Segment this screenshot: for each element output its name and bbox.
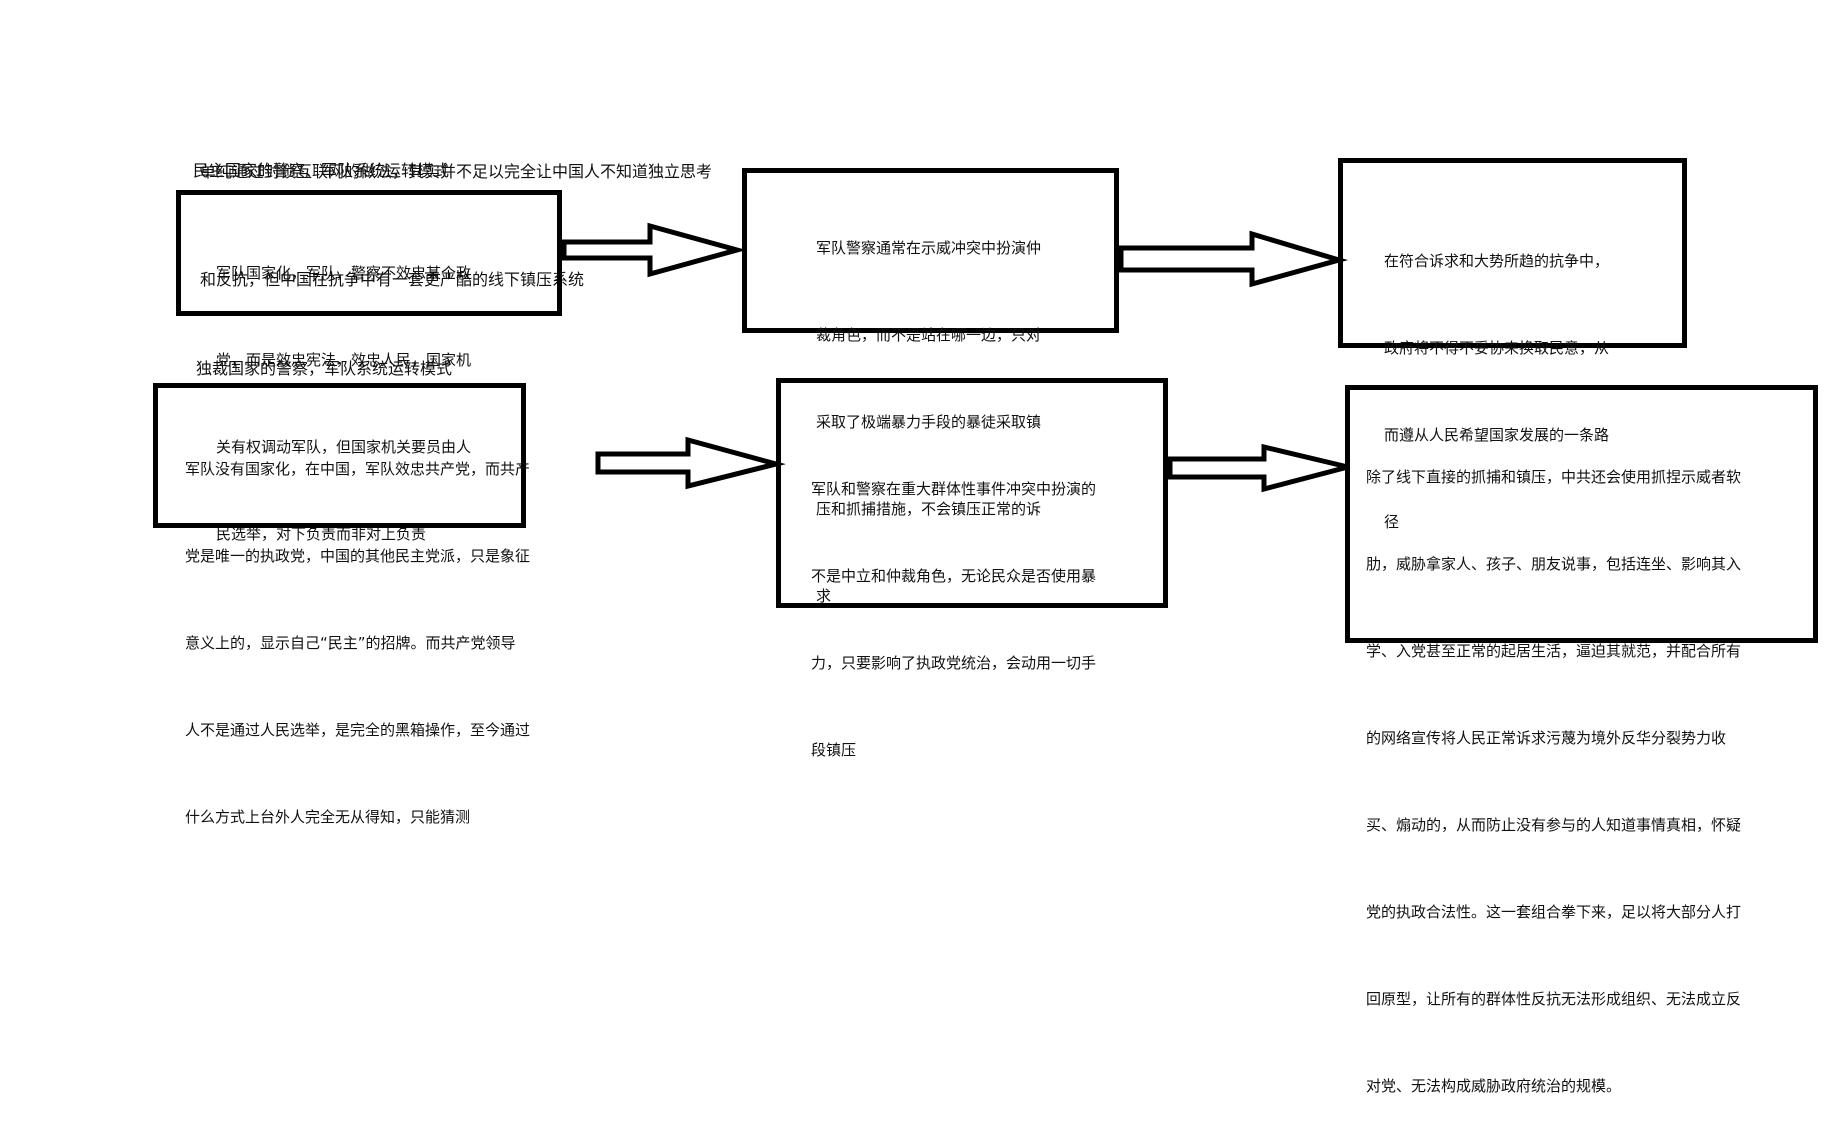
dictatorship-suppression-box [776,378,1168,608]
democracy-military-box [176,190,562,316]
text-line: 回原型，让所有的群体性反抗无法形成组织、无法成立反 [1366,990,1742,1008]
text-line: 人不是通过人民选举，是完全的黑箱操作，至今通过 [185,721,531,739]
dictatorship-arrow-2 [1167,443,1349,493]
text-line: 军队和警察在重大群体性事件冲突中扮演的 [811,480,1097,498]
text-line: 军队没有国家化，在中国，军队效忠共产党，而共产 [185,460,531,478]
dictatorship-military-text: 军队没有国家化，在中国，军队效忠共产党，而共产 党是唯一的执政党，中国的其他民主… [185,397,530,861]
text-line: 什么方式上台外人完全无从得知，只能猜测 [185,808,471,826]
text-line: 的网络宣传将人民正常诉求污蔑为境外反华分裂势力收 [1366,729,1727,747]
dictatorship-suppression-text: 军队和警察在重大群体性事件冲突中扮演的 不是中立和仲裁角色，无论民众是否使用暴 … [811,417,1096,794]
text-line: 对党、无法构成威胁政府统治的规模。 [1366,1077,1622,1095]
democracy-arrow-1 [561,222,747,278]
democracy-arbiter-text: 军队警察通常在示威冲突中扮演仲 裁角色，而不是站在哪一边，只对 采取了极端暴力手… [816,176,1041,640]
democracy-military-text: 军队国家化，军队，警察不效忠某个政 党，而是效忠宪法，效忠人民，国家机 关有权调… [216,201,471,578]
intro-line-2: 和反抗，但中国在抗争中有一套更严酷的线下镇压系统 [200,270,585,289]
text-line: 民选举，对下负责而非对上负责 [216,525,427,543]
text-line: 采取了极端暴力手段的暴徒采取镇 [816,413,1042,431]
text-line: 意义上的，显示自己“民主”的招牌。而共产党领导 [185,634,516,652]
text-line: 在符合诉求和大势所趋的抗争中， [1384,252,1610,270]
text-line: 党的执政合法性。这一套组合拳下来，足以将大部分人打 [1366,903,1742,921]
text-line: 裁角色，而不是站在哪一边，只对 [816,326,1042,344]
dictatorship-outcome-box [1345,385,1818,643]
dictatorship-military-box [153,383,526,528]
text-line: 买、煽动的，从而防止没有参与的人知道事情真相，怀疑 [1366,816,1742,834]
text-line: 求 [816,587,832,605]
dictatorship-section-label: 独裁国家的警察，军队系统运转模式 [196,359,453,378]
text-line: 关有权调动军队，但国家机关要员由人 [216,438,472,456]
intro-text: 单纯通过封锁互联网的做法，其实并不足以完全让中国人不知道独立思考 和反抗，但中国… [200,82,712,334]
text-line: 而遵从人民希望国家发展的一条路 [1384,426,1610,444]
text-line: 除了线下直接的抓捕和镇压，中共还会使用抓捏示威者软 [1366,468,1742,486]
text-line: 压和抓捕措施，不会镇压正常的诉 [816,500,1042,518]
democracy-arrow-2 [1118,230,1349,288]
text-line: 径 [1384,513,1400,531]
text-line: 肋，威胁拿家人、孩子、朋友说事，包括连坐、影响其入 [1366,555,1742,573]
text-line: 段镇压 [811,741,857,759]
democracy-outcome-box [1338,158,1687,348]
text-line: 党，而是效忠宪法，效忠人民，国家机 [216,351,472,369]
text-line: 不是中立和仲裁角色，无论民众是否使用暴 [811,567,1097,585]
text-line: 政府将不得不妥协来换取民意，从 [1384,339,1610,357]
text-line: 力，只要影响了执政党统治，会动用一切手 [811,654,1097,672]
dictatorship-outcome-text: 除了线下直接的抓捕和镇压，中共还会使用抓捏示威者软 肋，威胁拿家人、孩子、朋友说… [1366,405,1741,1130]
text-line: 党是唯一的执政党，中国的其他民主党派，只是象征 [185,547,531,565]
text-line: 军队国家化，军队，警察不效忠某个政 [216,264,472,282]
democracy-section-label: 民主国家的警察、军队系统运转模式 [193,161,450,180]
democracy-outcome-text: 在符合诉求和大势所趋的抗争中， 政府将不得不妥协来换取民意，从 而遵从人民希望国… [1384,189,1609,566]
democracy-arbiter-box [742,168,1119,333]
text-line: 军队警察通常在示威冲突中扮演仲 [816,239,1042,257]
dictatorship-arrow-1 [595,436,786,490]
text-line: 学、入党甚至正常的起居生活，逼迫其就范，并配合所有 [1366,642,1742,660]
intro-line-1: 单纯通过封锁互联网的做法，其实并不足以完全让中国人不知道独立思考 [200,162,713,181]
